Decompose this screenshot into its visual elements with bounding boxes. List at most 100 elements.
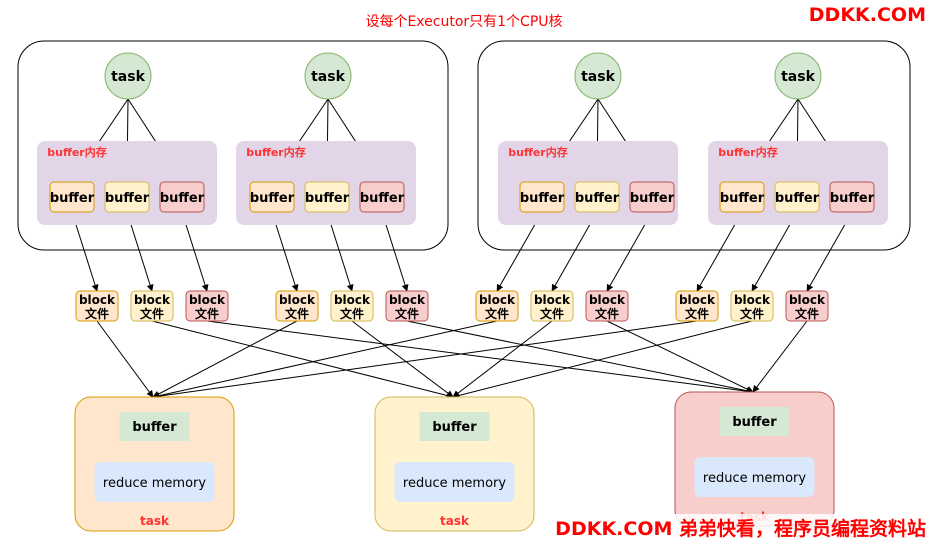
buffer-label: buffer: [775, 191, 820, 206]
edge-arrow: [152, 320, 498, 400]
edge-arrow: [152, 320, 298, 398]
buffer-label: buffer: [360, 191, 405, 206]
block-file-label: block: [679, 293, 716, 307]
edge-arrow: [271, 211, 299, 292]
block-file-label: block: [734, 293, 771, 307]
block-file-box: [730, 290, 774, 322]
block-file-label: block: [279, 293, 316, 307]
buffer-label: buffer: [630, 191, 675, 206]
edge-arrow: [696, 211, 743, 292]
block-file-label: block: [589, 293, 626, 307]
block-file-label: 文件: [85, 306, 109, 321]
edge-arrow: [126, 211, 154, 292]
edge-arrow: [206, 320, 754, 395]
buffer-memory-label: buffer内存: [47, 145, 107, 159]
block-file-label: block: [534, 293, 571, 307]
block-file-box: [130, 290, 174, 322]
buffer-label: buffer: [50, 191, 95, 206]
reduce-memory-label: reduce memory: [103, 476, 206, 491]
buffer-label: buffer: [720, 191, 765, 206]
block-file-label: block: [479, 293, 516, 307]
buffer-box: [104, 181, 150, 213]
block-file-label: block: [79, 293, 116, 307]
buffer-memory-label: buffer内存: [246, 145, 306, 159]
block-file-box: [675, 290, 719, 322]
map-task-label: task: [581, 69, 615, 85]
buffer-box: [629, 181, 675, 213]
edge-arrow: [71, 211, 99, 292]
reduce-memory-label: reduce memory: [703, 471, 806, 486]
edge-arrow: [752, 320, 808, 393]
block-file-box: [475, 290, 519, 322]
reduce-buffer-box: [119, 412, 190, 441]
block-file-label: block: [134, 293, 171, 307]
edge-arrow: [551, 211, 598, 292]
buffer-box: [304, 181, 350, 213]
block-file-label: 文件: [685, 306, 709, 321]
block-file-box: [275, 290, 319, 322]
map-task-node: [304, 52, 352, 100]
edge-arrow: [496, 211, 543, 292]
map-task-label: task: [311, 69, 345, 85]
edge-arrow: [406, 320, 754, 395]
block-file-label: 文件: [195, 306, 219, 321]
edge-arrow: [606, 320, 754, 393]
block-file-label: 文件: [740, 306, 764, 321]
buffer-label: buffer: [830, 191, 875, 206]
edge-arrow: [181, 211, 209, 292]
buffer-box: [719, 181, 765, 213]
watermark-bottom-right: DDKK.COM 弟弟快看，程序员编程资料站: [555, 514, 926, 541]
watermark-top-right: DDKK.COM: [808, 4, 926, 26]
block-file-label: block: [789, 293, 826, 307]
block-file-box: [185, 290, 229, 322]
buffer-box: [519, 181, 565, 213]
block-file-label: block: [334, 293, 371, 307]
buffer-box: [359, 181, 405, 213]
block-file-label: 文件: [540, 306, 564, 321]
buffer-label: buffer: [520, 191, 565, 206]
edge-arrow: [151, 320, 454, 399]
reduce-memory-label: reduce memory: [403, 476, 506, 491]
block-file-label: block: [389, 293, 426, 307]
map-task-label: task: [781, 69, 815, 85]
buffer-label: buffer: [575, 191, 620, 206]
buffer-box: [574, 181, 620, 213]
block-file-box: [385, 290, 429, 322]
buffer-box: [774, 181, 820, 213]
buffer-label: buffer: [105, 191, 150, 206]
block-file-label: 文件: [795, 306, 819, 321]
diagram-title: 设每个Executor只有1个CPU核: [365, 14, 562, 30]
map-task-node: [104, 52, 152, 100]
map-task-node: [574, 52, 622, 100]
edge-arrow: [152, 320, 698, 400]
edge-arrow: [326, 211, 354, 292]
edge-arrow: [351, 320, 454, 398]
reduce-memory-box: [694, 457, 815, 497]
map-task-node: [774, 52, 822, 100]
reduce-buffer-label: buffer: [132, 420, 177, 435]
block-file-label: 文件: [140, 306, 164, 321]
block-file-label: 文件: [285, 306, 309, 321]
reduce-buffer-box: [719, 407, 790, 436]
buffer-label: buffer: [250, 191, 295, 206]
reduce-task-label: task: [440, 514, 470, 528]
edge-arrow: [381, 211, 409, 292]
block-file-box: [75, 290, 119, 322]
block-file-box: [330, 290, 374, 322]
block-file-label: 文件: [485, 306, 509, 321]
reduce-buffer-box: [419, 412, 490, 441]
edge-arrow: [606, 211, 653, 292]
edge-arrow: [452, 320, 553, 398]
edge-arrow: [806, 211, 853, 292]
buffer-box: [829, 181, 875, 213]
buffer-box: [249, 181, 295, 213]
block-file-box: [785, 290, 829, 322]
reduce-buffer-label: buffer: [732, 415, 777, 430]
block-file-label: 文件: [595, 306, 619, 321]
block-file-box: [585, 290, 629, 322]
edge-arrow: [96, 320, 154, 398]
block-file-label: 文件: [395, 306, 419, 321]
map-task-label: task: [111, 69, 145, 85]
